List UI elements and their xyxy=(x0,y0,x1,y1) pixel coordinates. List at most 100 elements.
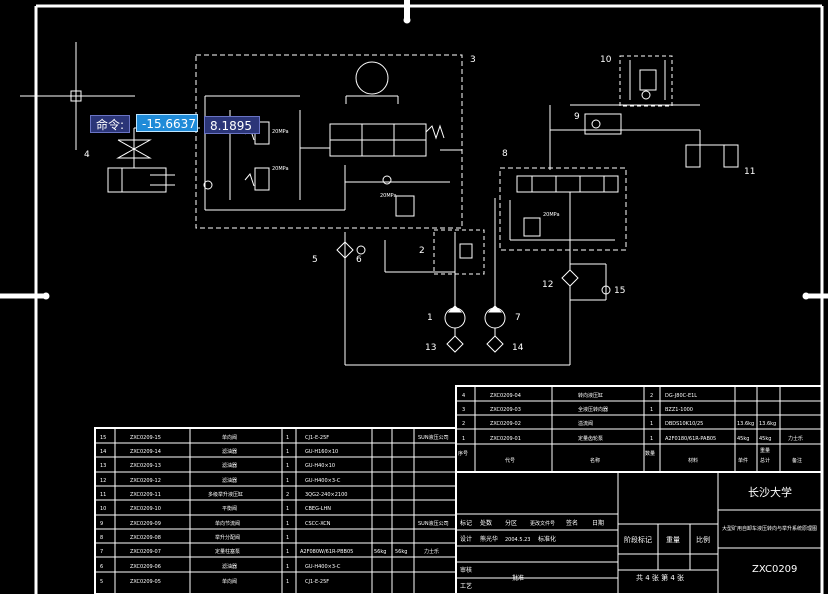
callout-12: 12 xyxy=(542,280,553,290)
callout-4: 4 xyxy=(84,150,90,160)
drawing-title: 大型矿用自卸车液压转向与举升系统原理图 xyxy=(722,525,817,532)
cell: CSCC-XCN xyxy=(305,521,331,527)
callout-11: 11 xyxy=(744,167,755,177)
standardization-label: 标准化 xyxy=(538,535,556,543)
cell: ZXC0209-04 xyxy=(490,393,521,399)
header-cell: 代号 xyxy=(505,457,515,464)
header-cell: 单件 xyxy=(738,457,748,464)
cell: ZXC0209-13 xyxy=(130,463,161,469)
cell: 溢流阀 xyxy=(578,420,593,427)
cell: DBDS10K10/25 xyxy=(665,421,703,427)
cell: GU-H400×3-C xyxy=(305,564,341,570)
cell: 1 xyxy=(650,407,653,413)
cell: 12 xyxy=(100,478,106,484)
cell: 1 xyxy=(286,506,289,512)
command-prompt-label: 命令: xyxy=(90,115,131,133)
callout-5: 5 xyxy=(312,255,318,265)
sheet-count: 共 4 张 第 4 张 xyxy=(636,573,684,582)
cell: A2F080W/61R-PBB05 xyxy=(300,549,353,555)
cell: 13 xyxy=(100,463,106,469)
callout-8: 8 xyxy=(502,149,508,159)
cell: CJ1-E-25F xyxy=(305,579,329,585)
cell: GU-H40×10 xyxy=(305,463,335,469)
title-block xyxy=(455,471,823,594)
design-date: 2004.5.23 xyxy=(505,537,530,543)
cell: 平衡阀 xyxy=(222,505,237,512)
cell: DG-J80C-E1L xyxy=(665,393,697,399)
cell: 滤油器 xyxy=(222,448,237,455)
callout-6: 6 xyxy=(356,255,362,265)
cell: 11 xyxy=(100,492,106,498)
callout-13: 13 xyxy=(425,343,436,353)
rev-label: 更改文件号 xyxy=(530,520,555,527)
cell: 1 xyxy=(462,436,465,442)
cell: 14 xyxy=(100,449,106,455)
cell: SUN液压公司 xyxy=(418,434,449,441)
callout-labels: 1 2 3 4 5 6 7 8 9 10 11 12 13 14 15 xyxy=(84,55,755,353)
approve-label: 批准 xyxy=(512,574,524,582)
cell: 滤油器 xyxy=(222,477,237,484)
cell: CJ1-E-25F xyxy=(305,435,329,441)
cell: ZXC0209-10 xyxy=(130,506,161,512)
pressure-label: 20MPa xyxy=(272,166,289,172)
cell: 滤油器 xyxy=(222,563,237,570)
cell: 单向节流阀 xyxy=(215,520,240,527)
cell: 9 xyxy=(100,521,103,527)
cell: 8 xyxy=(100,535,103,541)
callout-7: 7 xyxy=(515,313,521,323)
cell: 13.6kg xyxy=(737,421,754,427)
drawing-number: ZXC0209 xyxy=(752,564,797,575)
cell: 13.6kg xyxy=(759,421,776,427)
designer-name: 熊光华 xyxy=(480,535,498,543)
cell: ZXC0209-05 xyxy=(130,579,161,585)
pressure-labels: 20MPa 20MPa 20MPa 20MPa xyxy=(272,129,560,218)
cell: 1 xyxy=(286,478,289,484)
cell: 45kg xyxy=(737,436,749,442)
cell: 单向阀 xyxy=(222,434,237,441)
cell: SUN液压公司 xyxy=(418,520,449,527)
callout-1: 1 xyxy=(427,313,433,323)
callout-3: 3 xyxy=(470,55,476,65)
pressure-label: 20MPa xyxy=(272,129,289,135)
cell: 全液压转向器 xyxy=(578,406,608,413)
cell: 2 xyxy=(462,421,465,427)
cell: A2F0180/61R-PAB05 xyxy=(665,436,716,442)
weight-label: 重量 xyxy=(666,536,680,544)
coordinate-y-input[interactable]: 8.1895 xyxy=(204,116,260,134)
cell: 单向阀 xyxy=(222,578,237,585)
cell: 转向液压缸 xyxy=(578,392,603,399)
header-cell: 备注 xyxy=(792,457,802,464)
scale-label: 比例 xyxy=(696,535,710,544)
design-label: 设计 xyxy=(460,535,472,543)
cell: 1 xyxy=(286,463,289,469)
cell: 滤油器 xyxy=(222,462,237,469)
cell: 1 xyxy=(286,579,289,585)
cell: 45kg xyxy=(759,436,771,442)
parts-table-lower xyxy=(94,427,457,594)
cell: 力士乐 xyxy=(788,435,803,442)
cell: 2 xyxy=(650,393,653,399)
cell: 6 xyxy=(100,564,103,570)
cell: 56kg xyxy=(374,549,386,555)
parts-lower-text: 15 ZXC0209-15 单向阀 1 CJ1-E-25F SUN液压公司 14… xyxy=(100,434,449,585)
callout-10: 10 xyxy=(600,55,612,65)
stage-label: 阶段标记 xyxy=(624,535,652,544)
header-cell: 数量 xyxy=(645,450,655,457)
cell: 10 xyxy=(100,506,106,512)
rev-label: 日期 xyxy=(592,519,604,527)
cell: 1 xyxy=(286,564,289,570)
cell: 定量齿轮泵 xyxy=(578,435,603,442)
rev-label: 处数 xyxy=(480,519,492,527)
cell: 1 xyxy=(286,449,289,455)
rev-label: 标记 xyxy=(460,519,472,527)
cell: 15 xyxy=(100,435,106,441)
coordinate-x-input[interactable]: -15.6637 xyxy=(136,114,198,132)
cell: 1 xyxy=(286,549,289,555)
cell: 3QG2-240×2100 xyxy=(305,492,347,498)
parts-upper-text: 序号 代号 名称 数量 材料 单件 总计 备注 重量 4 ZXC0209-04 … xyxy=(458,392,803,464)
cell: 4 xyxy=(462,393,465,399)
rev-label: 分区 xyxy=(505,519,517,527)
callout-15: 15 xyxy=(614,286,625,296)
